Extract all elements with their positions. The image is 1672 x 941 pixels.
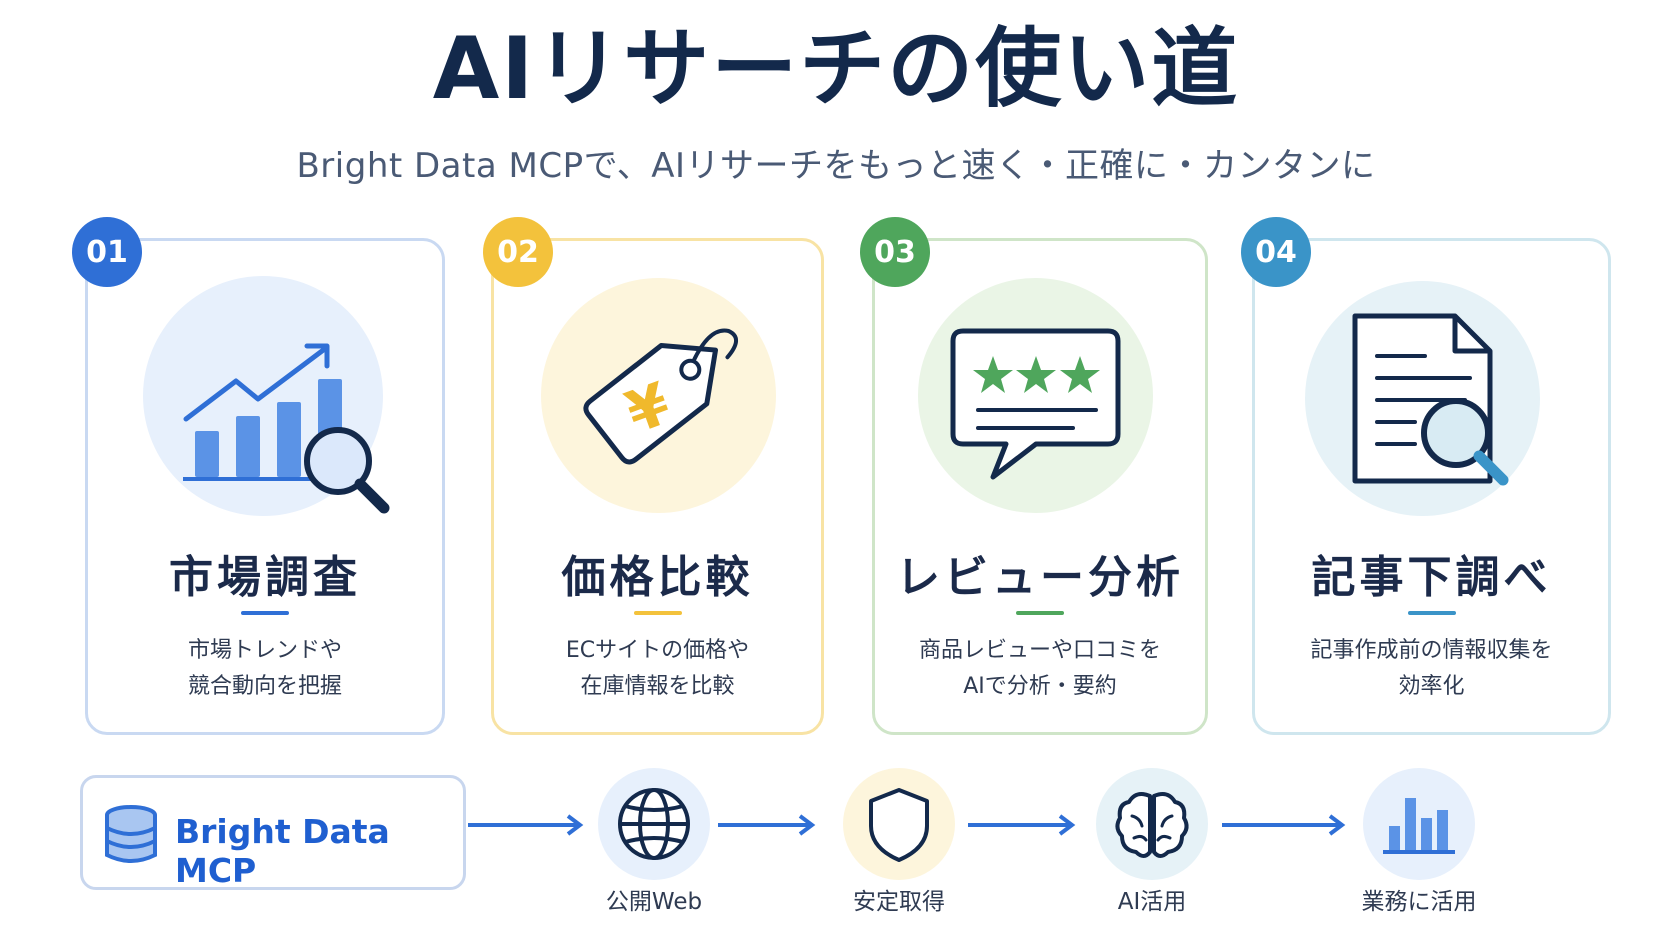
card-title: 市場調査 bbox=[169, 552, 361, 603]
arrow-right-icon bbox=[1222, 814, 1346, 836]
card-review-analysis: レビュー分析 商品レビューや口コミを AIで分析・要約 bbox=[872, 238, 1208, 735]
card-number-badge: 02 bbox=[483, 217, 553, 287]
card-desc-line: AIで分析・要約 bbox=[963, 674, 1117, 699]
chart-search-icon bbox=[143, 276, 390, 516]
arrow-right-icon bbox=[718, 814, 816, 836]
card-description: 市場トレンドや 競合動向を把握 bbox=[88, 633, 442, 705]
card-article-research: 記事下調べ 記事作成前の情報収集を 効率化 bbox=[1252, 238, 1611, 735]
card-desc-line: 記事作成前の情報収集を bbox=[1310, 638, 1553, 663]
card-number-badge: 03 bbox=[860, 217, 930, 287]
flow-step-label: 公開Web bbox=[605, 889, 703, 915]
database-icon bbox=[103, 805, 159, 869]
card-desc-line: 商品レビューや口コミを bbox=[918, 638, 1161, 663]
card-title: 記事下調べ bbox=[1311, 552, 1552, 603]
card-desc-line: 在庫情報を比較 bbox=[580, 674, 735, 699]
globe-icon bbox=[598, 768, 710, 880]
page-subtitle: Bright Data MCPで、AIリサーチをもっと速く・正確に・カンタンに bbox=[296, 146, 1376, 186]
card-price-comparison: ¥ 価格比較 ECサイトの価格や 在庫情報を比較 bbox=[491, 238, 824, 735]
card-number-badge: 04 bbox=[1241, 217, 1311, 287]
card-description: 商品レビューや口コミを AIで分析・要約 bbox=[875, 633, 1205, 705]
review-bubble-icon bbox=[918, 278, 1153, 513]
card-title: 価格比較 bbox=[561, 552, 754, 603]
brain-icon bbox=[1096, 768, 1208, 880]
card-description: 記事作成前の情報収集を 効率化 bbox=[1255, 633, 1608, 705]
card-divider bbox=[1016, 611, 1064, 615]
card-divider bbox=[1407, 611, 1456, 615]
price-tag-icon: ¥ bbox=[541, 278, 776, 513]
flow-step-label: 業務に活用 bbox=[1361, 889, 1477, 915]
card-divider bbox=[633, 611, 682, 615]
bright-data-mcp-box: Bright Data MCP bbox=[80, 775, 466, 890]
shield-icon bbox=[843, 768, 955, 880]
page-title: AIリサーチの使い道 bbox=[432, 19, 1240, 119]
card-title: レビュー分析 bbox=[896, 552, 1184, 603]
card-divider bbox=[241, 611, 289, 615]
card-number-badge: 01 bbox=[72, 217, 142, 287]
card-desc-line: 効率化 bbox=[1398, 674, 1465, 699]
card-desc-line: ECサイトの価格や bbox=[565, 638, 750, 663]
document-search-icon bbox=[1305, 281, 1540, 516]
flow-step-label: 安定取得 bbox=[853, 889, 945, 915]
card-market-research: 市場調査 市場トレンドや 競合動向を把握 bbox=[85, 238, 445, 735]
bar-chart-icon bbox=[1363, 768, 1475, 880]
flow-step-label: AI活用 bbox=[1117, 889, 1187, 915]
card-desc-line: 競合動向を把握 bbox=[187, 674, 342, 699]
mcp-label: Bright Data MCP bbox=[175, 812, 390, 890]
arrow-right-icon bbox=[968, 814, 1076, 836]
card-desc-line: 市場トレンドや bbox=[187, 638, 342, 663]
card-description: ECサイトの価格や 在庫情報を比較 bbox=[494, 633, 821, 705]
arrow-right-icon bbox=[468, 814, 584, 836]
